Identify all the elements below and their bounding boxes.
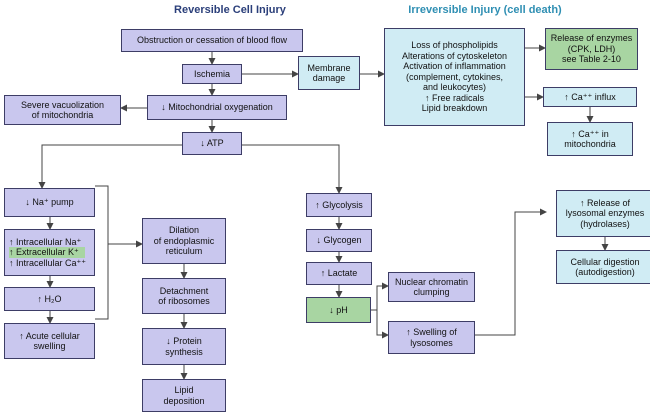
release-enzymes-line-3: see Table 2-10 [562, 54, 621, 65]
release-enzymes-line-1: Release of enzymes [550, 33, 633, 44]
lipid-deposition-line-2: deposition [163, 395, 205, 406]
cellular-digestion-line-1: Cellular digestion [570, 256, 640, 267]
ribosome-detachment-line-2: of ribosomes [158, 296, 210, 306]
lipid-deposition-box: Lipid deposition [142, 379, 226, 412]
irreversible-line-3: Activation of inflammation [403, 61, 506, 72]
intracellular-list-box: ↑ Intracellular Na⁺ ↑ Extracellular K⁺ ↑… [4, 229, 95, 276]
atp-box: ↓ ATP [182, 132, 242, 155]
membrane-damage-box: Membrane damage [298, 56, 360, 90]
lactate-label: ↑ Lactate [320, 268, 358, 279]
er-dilation-box: Dilation of endoplasmic reticulum [142, 218, 226, 264]
er-dilation-line-3: reticulum [165, 246, 203, 257]
ischemia-box: Ischemia [182, 64, 242, 84]
glycolysis-label: ↑ Glycolysis [315, 199, 363, 210]
atp-label: ↓ ATP [200, 138, 224, 149]
obstruction-label: Obstruction or cessation of blood flow [136, 35, 288, 46]
ca-mitochondria-box: ↑ Ca⁺⁺ in mitochondria [547, 122, 633, 156]
intracellular-na-label: ↑ Intracellular Na⁺ [9, 236, 82, 247]
ribosome-detachment-line-1: Detachment [159, 285, 209, 296]
na-pump-box: ↓ Na⁺ pump [4, 188, 95, 217]
intracellular-ca-label: ↑ Intracellular Ca⁺⁺ [9, 257, 87, 268]
extracellular-k-label: ↑ Extracellular K⁺ [9, 247, 85, 258]
protein-synthesis-box: ↓ Protein synthesis [142, 328, 226, 365]
ca-mito-line-1: ↑ Ca⁺⁺ in [571, 128, 609, 139]
h2o-label: ↑ H₂O [37, 293, 62, 304]
er-dilation-line-2: of endoplasmic [153, 235, 215, 246]
lysosomal-enzymes-box: ↑ Release of lysosomal enzymes (hydrolas… [556, 190, 650, 237]
lysosome-swelling-line-2: lysosomes [410, 337, 453, 348]
irreversible-line-6: ↑ Free radicals [424, 92, 485, 103]
irreversible-line-2: Alterations of cytoskeleton [401, 50, 508, 61]
irreversible-changes-box: Loss of phospholipids Alterations of cyt… [384, 28, 525, 126]
glycogen-label: ↓ Glycogen [316, 235, 362, 246]
protein-synthesis-line-2: synthesis [165, 346, 203, 357]
acute-swelling-line-2: swelling [33, 341, 66, 351]
ca-mito-line-2: mitochondria [564, 139, 616, 149]
glycolysis-box: ↑ Glycolysis [306, 193, 372, 217]
lysosomal-enzymes-line-3: (hydrolases) [580, 218, 630, 229]
vacuolization-line-1: Severe vacuolization [20, 99, 105, 110]
acute-swelling-line-1: ↑ Acute cellular [19, 330, 80, 341]
mito-oxygenation-box: ↓ Mitochondrial oxygenation [147, 95, 287, 120]
er-dilation-line-1: Dilation [168, 225, 199, 236]
ribosome-detachment-box: Detachment of ribosomes [142, 278, 226, 314]
lysosome-swelling-box: ↑ Swelling of lysosomes [388, 321, 475, 354]
ph-box: ↓ pH [306, 297, 371, 323]
na-pump-label: ↓ Na⁺ pump [25, 197, 74, 208]
h2o-box: ↑ H₂O [4, 287, 95, 311]
glycogen-box: ↓ Glycogen [306, 229, 372, 252]
lactate-box: ↑ Lactate [306, 262, 372, 285]
membrane-damage-line-1: Membrane [307, 62, 351, 73]
ph-label: ↓ pH [329, 304, 348, 315]
irreversible-line-4: (complement, cytokines, [405, 71, 504, 82]
mito-oxygenation-label: ↓ Mitochondrial oxygenation [161, 102, 273, 113]
membrane-damage-line-2: damage [312, 73, 346, 83]
lysosomal-enzymes-line-2: lysosomal enzymes [565, 208, 645, 219]
ca-influx-label: ↑ Ca⁺⁺ influx [564, 91, 616, 102]
release-enzymes-line-2: (CPK, LDH) [567, 43, 616, 54]
chromatin-clumping-box: Nuclear chromatin clumping [388, 272, 475, 302]
vacuolization-line-2: of mitochondria [31, 110, 94, 120]
irreversible-line-1: Loss of phospholipids [411, 40, 498, 51]
irreversible-line-5: and leukocytes) [422, 82, 487, 93]
chromatin-line-1: Nuclear chromatin [394, 276, 469, 287]
acute-swelling-box: ↑ Acute cellular swelling [4, 323, 95, 359]
ischemia-label: Ischemia [193, 68, 230, 79]
lysosome-swelling-line-1: ↑ Swelling of [406, 327, 457, 338]
release-enzymes-box: Release of enzymes (CPK, LDH) see Table … [545, 28, 638, 70]
obstruction-box: Obstruction or cessation of blood flow [121, 29, 303, 52]
irreversible-line-7: Lipid breakdown [421, 103, 488, 114]
cellular-digestion-box: Cellular digestion (autodigestion) [556, 250, 650, 284]
chromatin-line-2: clumping [413, 287, 450, 297]
lysosomal-enzymes-line-1: ↑ Release of [579, 197, 631, 208]
protein-synthesis-line-1: ↓ Protein [166, 336, 202, 347]
lipid-deposition-line-1: Lipid [174, 385, 194, 396]
vacuolization-box: Severe vacuolization of mitochondria [4, 95, 121, 125]
header-irreversible: Irreversible Injury (cell death) [408, 4, 562, 16]
header-reversible: Reversible Cell Injury [174, 4, 286, 16]
cellular-digestion-line-2: (autodigestion) [575, 267, 635, 277]
ca-influx-box: ↑ Ca⁺⁺ influx [543, 87, 637, 107]
